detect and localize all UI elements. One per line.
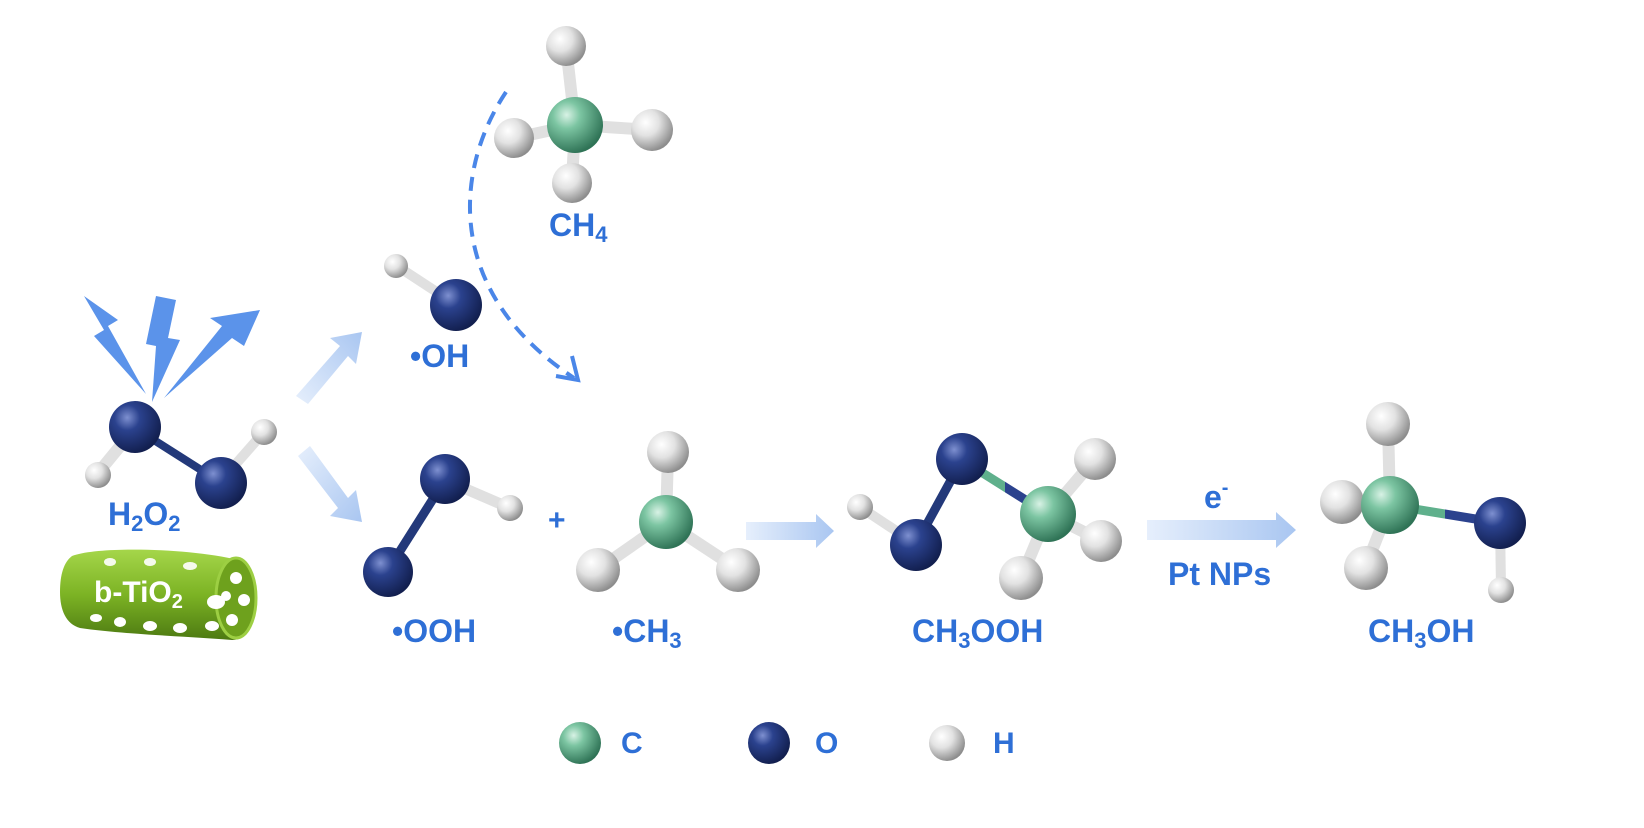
ch3-radical-molecule (576, 431, 760, 592)
legend-hydrogen-label: H (993, 727, 1015, 760)
legend-oxygen-label: O (815, 727, 839, 760)
oh-radical-molecule (384, 254, 482, 331)
dashed-arrow-icon (468, 90, 581, 383)
ch4-label: CH4 (549, 207, 608, 247)
plus-sign: + (548, 504, 566, 537)
reaction-arrow-icon (296, 332, 362, 522)
nanotube-icon (60, 549, 258, 640)
catalyst-label: b-TiO2 (94, 576, 183, 613)
ch3-radical-label: •CH3 (612, 613, 682, 653)
reaction-arrow-icon (746, 514, 834, 548)
ooh-radical-label: •OOH (392, 613, 477, 649)
light-bolt-icon (84, 296, 260, 402)
legend (559, 722, 965, 764)
ooh-radical-molecule (363, 454, 523, 597)
legend-carbon-label: C (621, 727, 643, 760)
legend-oxygen-swatch (748, 722, 790, 764)
ch3oh-molecule (1320, 402, 1526, 603)
ch3oh-label: CH3OH (1368, 613, 1475, 653)
h2o2-molecule (85, 401, 277, 509)
reaction-arrow-icon (1147, 512, 1296, 548)
ch3ooh-molecule (847, 433, 1122, 600)
legend-hydrogen-swatch (929, 725, 965, 761)
legend-carbon-swatch (559, 722, 601, 764)
ch3ooh-label: CH3OOH (912, 613, 1044, 653)
oh-radical-label: •OH (410, 338, 470, 374)
h2o2-label: H2O2 (108, 496, 181, 536)
pt-nps-label: Pt NPs (1168, 556, 1272, 592)
electron-label: e- (1204, 477, 1229, 515)
ch4-molecule (494, 26, 673, 203)
